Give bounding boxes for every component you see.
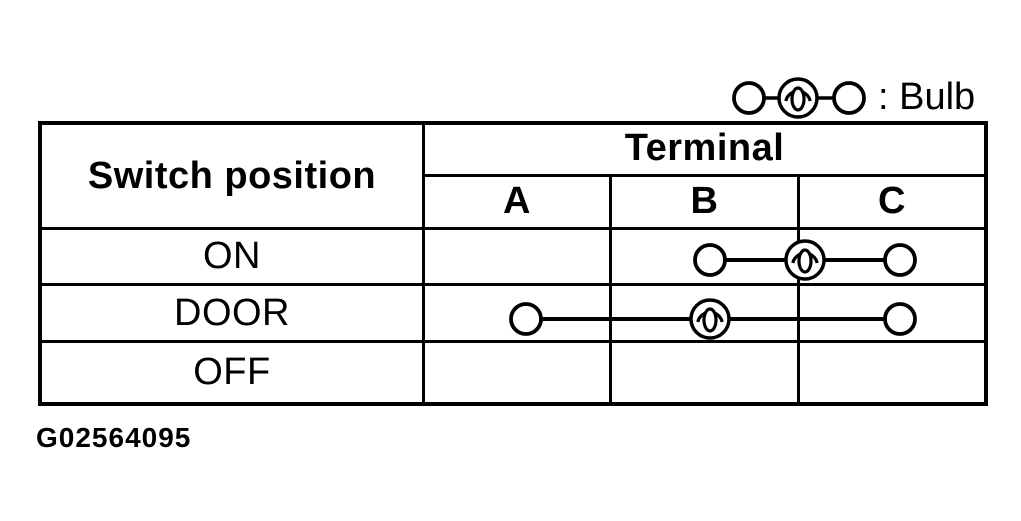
- figure-id: G02564095: [36, 422, 192, 453]
- bulb-legend-label: : Bulb: [878, 75, 976, 118]
- grid-line: [38, 340, 988, 343]
- grid-line: [38, 227, 988, 230]
- table-border-right: [984, 121, 988, 406]
- grid-line: [422, 121, 425, 406]
- grid-line: [38, 283, 988, 286]
- table-border-bottom: [38, 402, 988, 406]
- bulb-legend-symbol-icon: [732, 77, 866, 119]
- grid-line: [797, 174, 800, 406]
- row-label-door: DOOR: [174, 291, 290, 334]
- terminal-header: Terminal: [624, 127, 785, 169]
- terminal-header-divider: [422, 174, 988, 177]
- row-label-off: OFF: [193, 351, 271, 393]
- connection-row-on: [693, 239, 917, 281]
- table-border-top: [38, 121, 988, 125]
- switch-position-header: Switch position: [87, 154, 377, 197]
- connection-row-door: [509, 298, 917, 340]
- connection-row-off: [422, 340, 984, 402]
- terminal-column-b: B: [690, 180, 719, 222]
- terminal-column-a: A: [503, 180, 531, 222]
- table-border-left: [38, 121, 42, 406]
- row-label-on: ON: [203, 235, 261, 277]
- terminal-column-c: C: [878, 180, 906, 222]
- grid-line: [609, 174, 612, 406]
